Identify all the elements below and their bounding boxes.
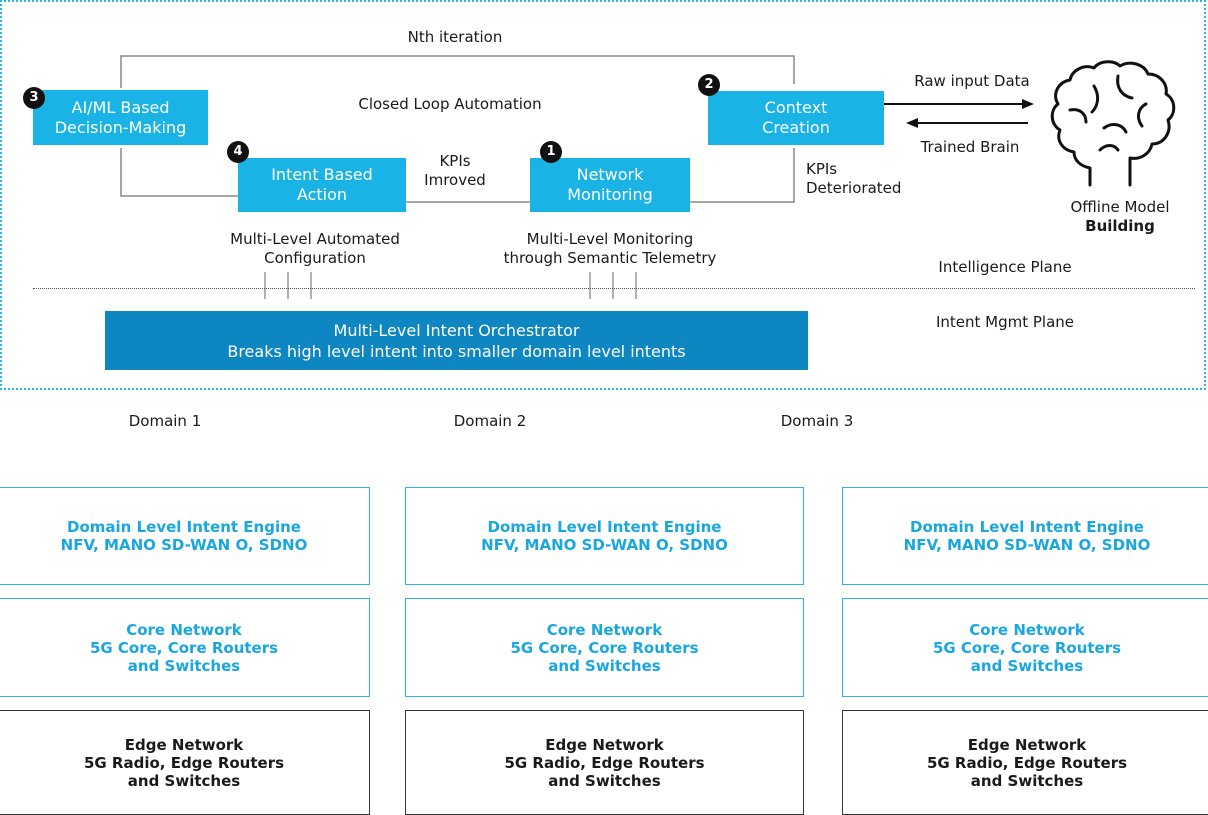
step-4-badge: 4	[227, 141, 249, 163]
brain-icon	[1050, 60, 1176, 187]
step-3-badge: 3	[23, 87, 45, 109]
step-context-creation-box: Context Creation	[708, 91, 884, 145]
multi-level-intent-orchestrator: Multi-Level Intent Orchestrator Breaks h…	[105, 311, 808, 370]
intent-mgmt-plane-label: Intent Mgmt Plane	[935, 313, 1075, 331]
multi-level-monitoring-label: Multi-Level Monitoring through Semantic …	[503, 230, 717, 267]
step-intent-action-box: Intent Based Action	[238, 158, 406, 212]
nth-iteration-label: Nth iteration	[407, 28, 503, 46]
domain-1-title: Domain 1	[128, 412, 202, 430]
intelligence-plane-frame	[0, 0, 1206, 390]
domain-3-title: Domain 3	[780, 412, 854, 430]
offline-model-label: Offline Model Building	[1070, 198, 1170, 235]
raw-input-label: Raw input Data	[914, 72, 1030, 90]
closed-loop-label: Closed Loop Automation	[358, 95, 542, 113]
kpis-improved-label: KPIs Imroved	[424, 152, 486, 189]
kpis-deteriorated-label: KPIs Deteriorated	[806, 160, 902, 197]
step-ai-ml-decision-box: AI/ML Based Decision-Making	[33, 90, 208, 145]
multi-level-auto-config-label: Multi-Level Automated Configuration	[230, 230, 400, 267]
step-network-monitoring-box: Network Monitoring	[530, 158, 690, 212]
plane-divider	[33, 288, 1195, 289]
step-2-badge: 2	[698, 74, 720, 96]
step-1-badge: 1	[540, 141, 562, 163]
intelligence-plane-label: Intelligence Plane	[938, 258, 1072, 276]
domain-2-title: Domain 2	[453, 412, 527, 430]
trained-brain-label: Trained Brain	[920, 138, 1020, 156]
